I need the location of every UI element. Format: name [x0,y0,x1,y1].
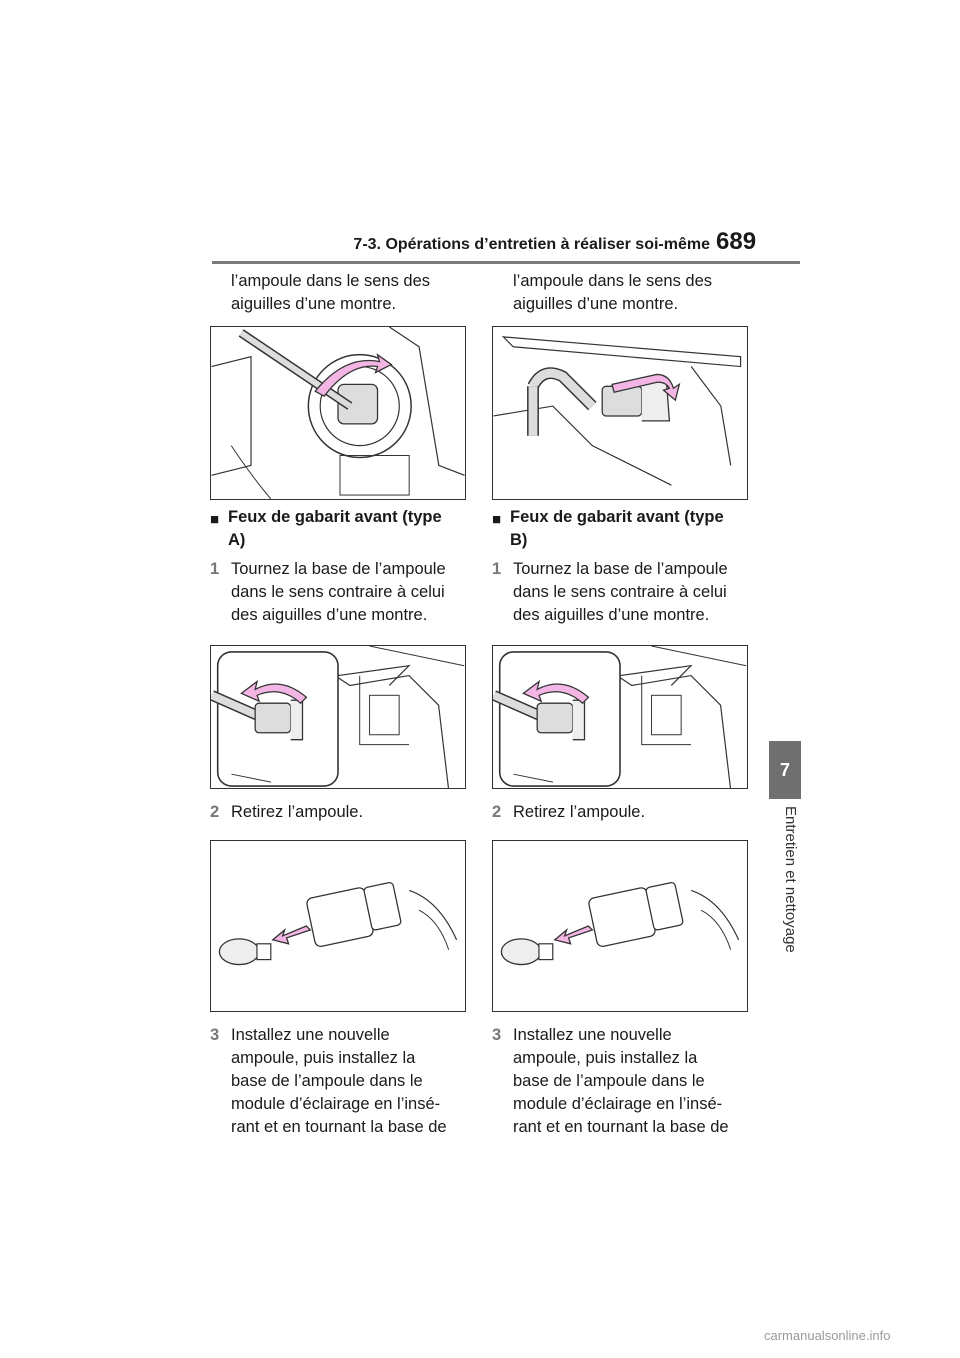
step-number: 3 [492,1026,502,1044]
step-1: 1 Tournez la base de l’ampoule dans le se… [210,558,468,627]
header-divider [212,261,800,264]
figure-remove-bulb [210,840,466,1012]
chapter-label: Entretien et nettoyage [782,806,799,953]
section-title: Feux de gabarit avant (type [228,508,442,526]
step-1: 1 Tournez la base de l’ampoule dans le se… [492,558,750,627]
text-line: aiguilles d’une montre. [231,295,397,313]
step-number: 2 [210,803,220,821]
text-line: dans le sens contraire à celui [513,583,727,601]
section-title: A) [228,531,246,549]
text-line: Installez une nouvelle [231,1026,390,1044]
text-line: Tournez la base de l’ampoule [231,560,446,578]
step-2: 2 Retirez l’ampoule. [210,801,468,824]
step-number: 2 [492,803,502,821]
text-line: base de l’ampoule dans le [231,1072,423,1090]
left-column: l’ampoule dans le sens des aiguilles d’u… [210,270,468,1139]
page-number: 689 [716,228,757,255]
step-3: 3 Installez une nouvelle ampoule, puis in… [210,1024,468,1139]
text-line: l’ampoule dans le sens des [231,272,431,290]
intro-text: l’ampoule dans le sens des aiguilles d’u… [210,270,468,316]
text-line: des aiguilles d’une montre. [513,606,710,624]
section-front-position-lights-type-a: ■ Feux de gabarit avant (type A) [210,506,468,552]
text-line: base de l’ampoule dans le [513,1072,705,1090]
step-number: 3 [210,1026,220,1044]
text-line: rant et en tournant la base de [231,1118,447,1136]
text-line: Tournez la base de l’ampoule [513,560,728,578]
section-marker-icon: ■ [210,511,220,528]
section-title: B) [510,531,528,549]
watermark: carmanualsonline.info [764,1328,891,1343]
text-line: Retirez l’ampoule. [231,803,364,821]
section-header-title: 7-3. Opérations d’entretien à réaliser s… [353,236,710,253]
text-line: ampoule, puis installez la [231,1049,416,1067]
step-number: 1 [210,560,220,578]
text-line: dans le sens contraire à celui [231,583,445,601]
text-line: Installez une nouvelle [513,1026,672,1044]
text-line: Retirez l’ampoule. [513,803,646,821]
section-title: Feux de gabarit avant (type [510,508,724,526]
figure-rotate-bulb-base-ccw [210,645,466,789]
text-line: rant et en tournant la base de [513,1118,729,1136]
chapter-tab: 7 [769,741,801,799]
figure-headlight-bulb-twist-type-b [492,326,748,500]
text-line: ampoule, puis installez la [513,1049,698,1067]
step-2: 2 Retirez l’ampoule. [492,801,750,824]
text-line: module d’éclairage en l’insé- [513,1095,723,1113]
section-front-position-lights-type-b: ■ Feux de gabarit avant (type B) [492,506,750,552]
intro-text: l’ampoule dans le sens des aiguilles d’u… [492,270,750,316]
section-marker-icon: ■ [492,511,502,528]
text-line: aiguilles d’une montre. [513,295,679,313]
figure-headlight-bulb-twist [210,326,466,500]
figure-remove-bulb-type-b [492,840,748,1012]
figure-rotate-bulb-base-ccw-type-b [492,645,748,789]
text-line: module d’éclairage en l’insé- [231,1095,441,1113]
step-number: 1 [492,560,502,578]
step-3: 3 Installez une nouvelle ampoule, puis in… [492,1024,750,1139]
text-line: des aiguilles d’une montre. [231,606,428,624]
right-column: l’ampoule dans le sens des aiguilles d’u… [492,270,750,1139]
text-line: l’ampoule dans le sens des [513,272,713,290]
